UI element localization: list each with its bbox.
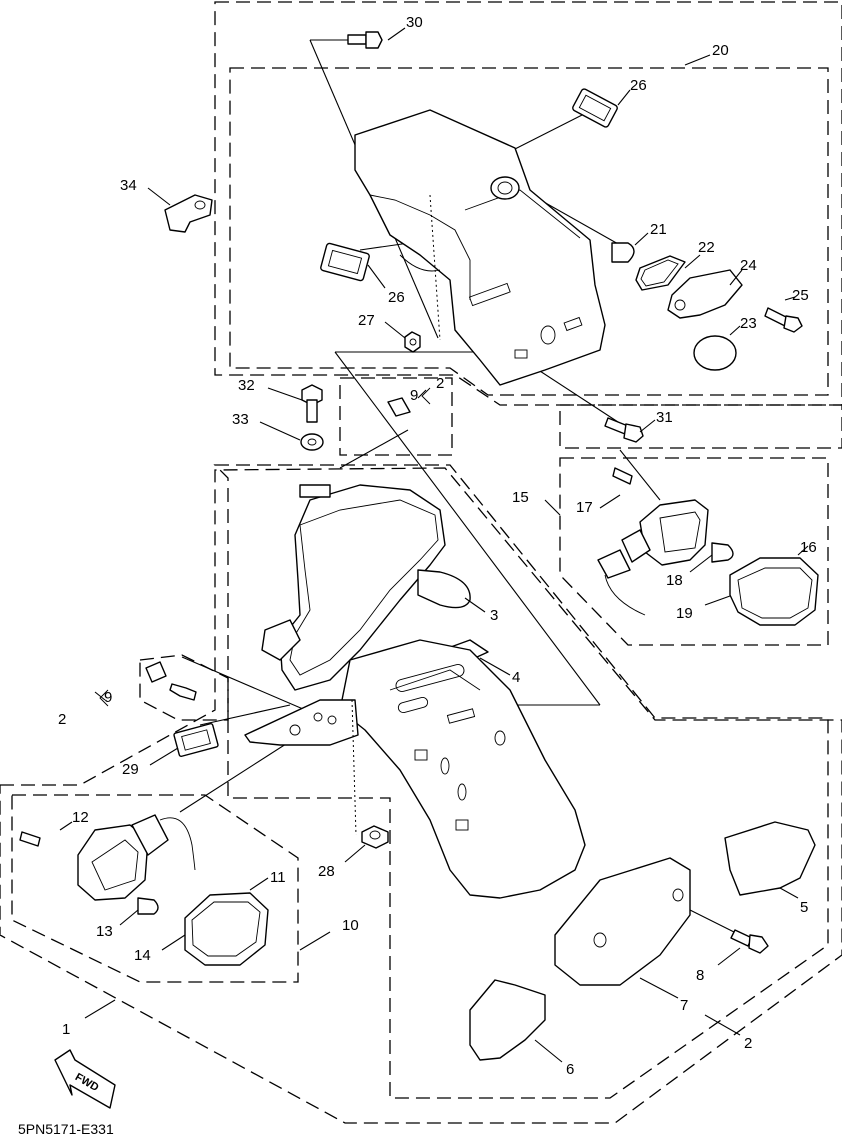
callout-14: 14 — [134, 947, 151, 964]
group-9b-boundary — [139, 654, 229, 721]
callout-33: 33 — [232, 411, 249, 428]
bolt-30-icon — [347, 31, 383, 49]
cover-6-icon — [469, 979, 546, 1061]
nut-9-left-icon — [145, 661, 167, 683]
callout-15: 15 — [512, 489, 529, 506]
callout-2-bottom: 2 — [744, 1035, 752, 1052]
callout-17: 17 — [576, 499, 593, 516]
group-9-boundary — [339, 377, 453, 456]
callout-23: 23 — [740, 315, 757, 332]
callout-19: 19 — [676, 605, 693, 622]
group-31-boundary — [559, 404, 842, 449]
lamp-24-icon — [667, 269, 743, 319]
callout-16: 16 — [800, 539, 817, 556]
callout-2-left: 2 — [58, 711, 66, 728]
callout-7: 7 — [680, 997, 688, 1014]
callout-26-left: 26 — [388, 289, 405, 306]
callout-labels: 30 20 26 34 21 22 24 26 25 27 23 32 9 2 … — [58, 14, 817, 1078]
group-2-boundary — [213, 464, 829, 1099]
callout-21: 21 — [650, 221, 667, 238]
bolt-31-icon — [604, 417, 644, 443]
callout-31: 31 — [656, 409, 673, 426]
group-15-boundary — [559, 457, 829, 646]
group-20-boundary — [214, 1, 842, 406]
callout-13: 13 — [96, 923, 113, 940]
screw-2-left-icon — [169, 683, 197, 701]
lens-23-icon — [693, 335, 737, 371]
flasher-left-10 — [19, 814, 269, 966]
callout-6: 6 — [566, 1061, 574, 1078]
callout-29: 29 — [122, 761, 139, 778]
nut-27-icon — [404, 331, 421, 353]
callout-11: 11 — [270, 869, 286, 886]
callout-8: 8 — [696, 967, 704, 984]
callout-18: 18 — [666, 572, 683, 589]
washer-33-icon — [300, 433, 324, 451]
clip-34-icon — [164, 194, 213, 233]
reflector-26-top-icon — [572, 88, 618, 128]
callout-25: 25 — [792, 287, 809, 304]
callout-10: 10 — [342, 917, 359, 934]
callout-22: 22 — [698, 239, 715, 256]
screw-8-icon — [730, 929, 769, 954]
callout-1: 1 — [62, 1021, 70, 1038]
cover-7-icon — [554, 857, 691, 986]
nut-28-icon — [361, 825, 389, 849]
bolt-32-icon — [301, 384, 323, 423]
callout-20: 20 — [712, 42, 729, 59]
callout-3: 3 — [490, 607, 498, 624]
fwd-arrow-icon: FWD — [54, 1049, 116, 1109]
callout-28: 28 — [318, 863, 335, 880]
reflector-29-icon — [173, 722, 219, 758]
screw-25-icon — [764, 307, 803, 333]
callout-12: 12 — [72, 809, 89, 826]
tail-light-housing — [261, 484, 446, 691]
rear-fender — [339, 639, 586, 899]
bracket-plate — [244, 699, 359, 746]
bracket-mark-left — [99, 689, 109, 707]
group-20-inner-boundary — [229, 67, 829, 396]
cover-5-icon — [724, 821, 816, 896]
callout-9-top: 9 — [410, 387, 418, 404]
drawing-code: 5PN5171-E331 — [18, 1121, 114, 1137]
callout-27: 27 — [358, 312, 375, 329]
callout-32: 32 — [238, 377, 255, 394]
bracket-mark-top — [421, 387, 431, 405]
reflector-26-left-icon — [320, 242, 370, 282]
bulb-3-icon — [417, 569, 471, 609]
group-1-boundary — [0, 467, 842, 1124]
gasket-22-icon — [635, 255, 686, 291]
callout-34: 34 — [120, 177, 137, 194]
group-10-boundary — [11, 794, 299, 983]
callout-4: 4 — [512, 669, 520, 686]
callout-5: 5 — [800, 899, 808, 916]
license-bracket-20 — [354, 109, 606, 386]
callout-30: 30 — [406, 14, 423, 31]
flasher-right-15 — [597, 467, 819, 626]
callout-26-top: 26 — [630, 77, 647, 94]
callout-2-top: 2 — [436, 375, 444, 392]
bulb-21-icon — [611, 242, 635, 263]
callout-24: 24 — [740, 257, 757, 274]
nut-9-top-icon — [387, 397, 411, 417]
callout-9-left: 9 — [104, 689, 112, 706]
callout-leaders — [59, 27, 809, 1063]
